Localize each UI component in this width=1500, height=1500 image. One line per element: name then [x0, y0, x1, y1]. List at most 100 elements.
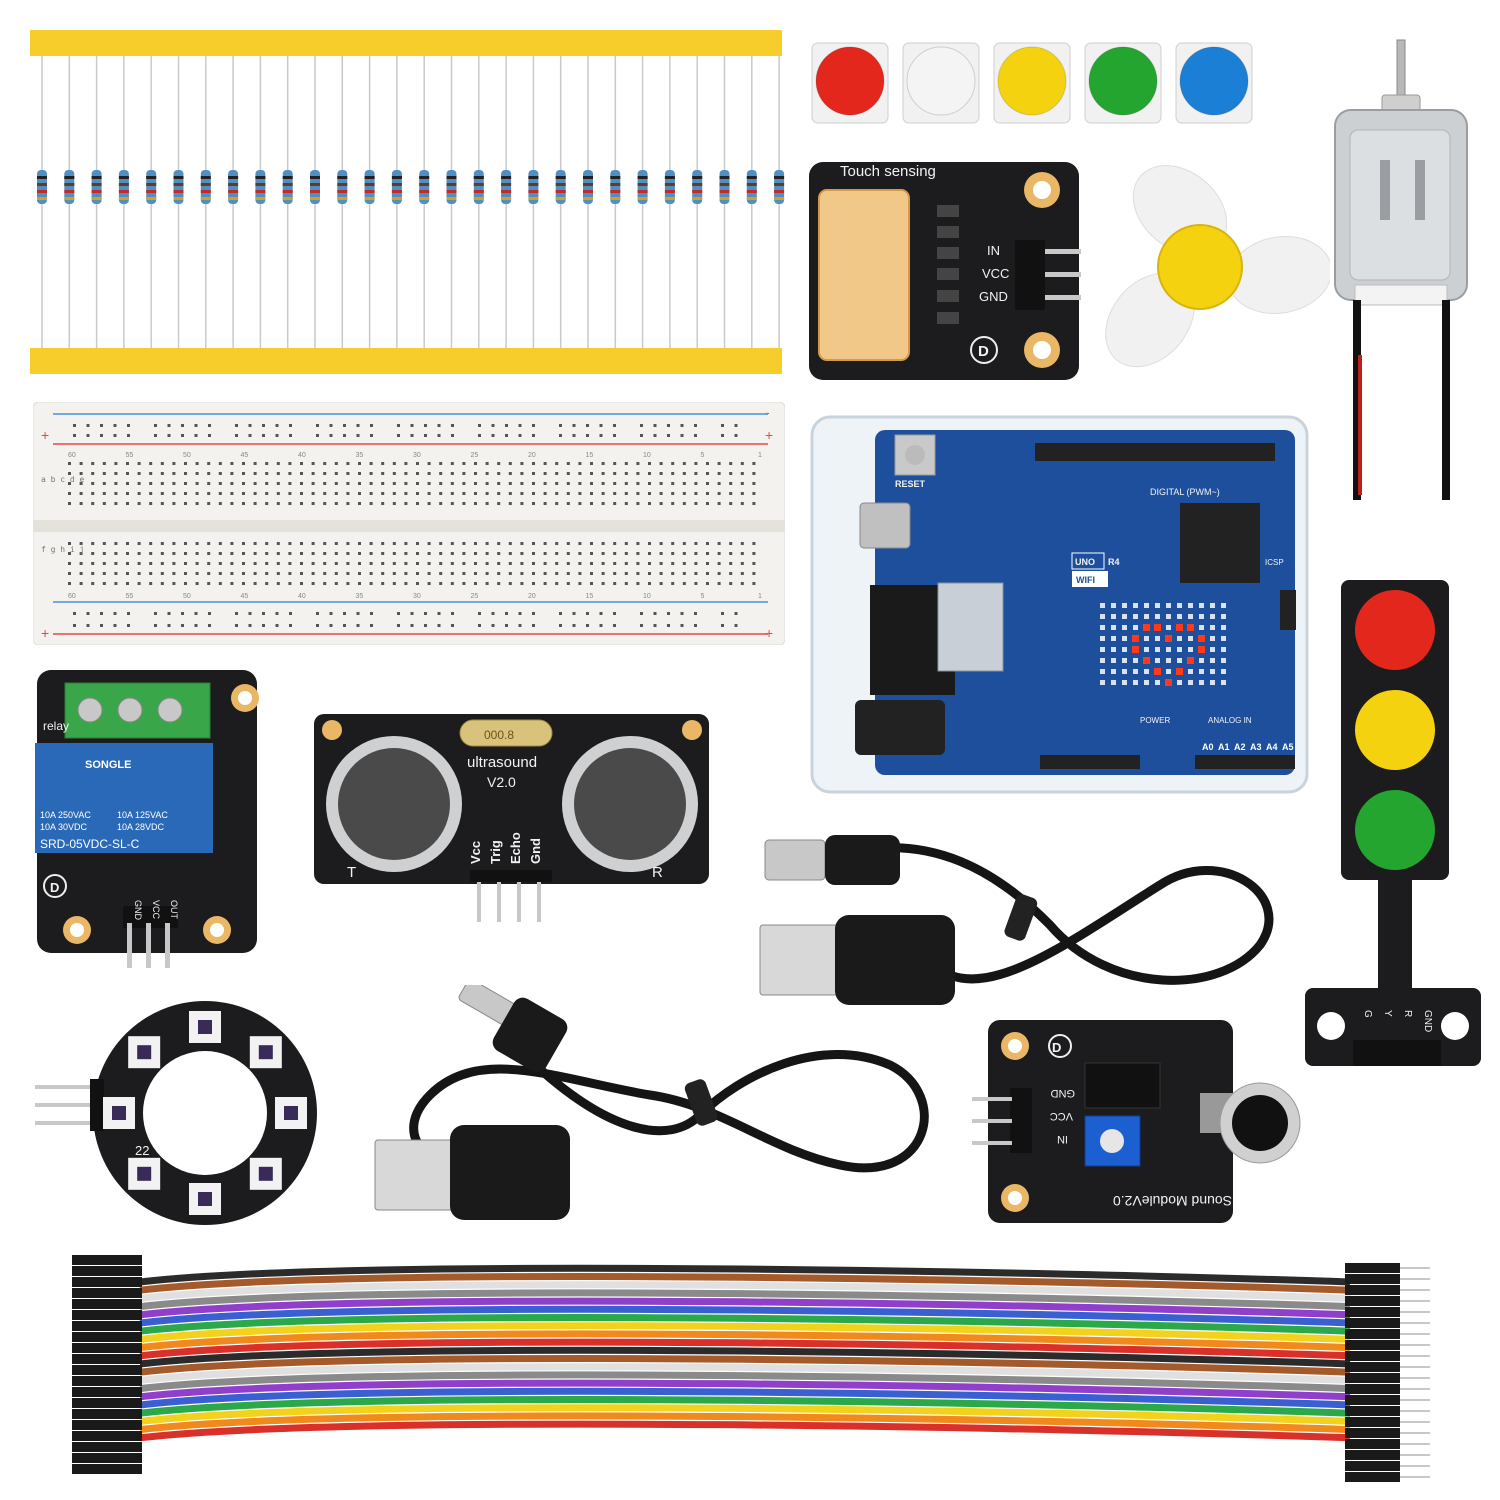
fan-propeller — [1095, 155, 1333, 375]
jumper-wire — [139, 1371, 1351, 1393]
relay-spec-left-2: 10A 30VDC — [40, 822, 88, 832]
touch-logo: D — [978, 343, 989, 360]
sound-logo: D — [1052, 1040, 1061, 1055]
relay-spec-right-2: 10A 28VDC — [117, 822, 165, 832]
button-cap-blue — [1179, 46, 1249, 116]
arduino-analog-pin: A1 — [1218, 742, 1230, 752]
touch-sensor-module: Touch sensing IN VCC GND D — [807, 160, 1087, 382]
sound-module: GND VCC IN Sound ModuleV2.0 D — [970, 1018, 1305, 1228]
jumper-wire — [139, 1314, 1351, 1335]
jumper-wire — [139, 1305, 1351, 1327]
arduino-analog-pin: A3 — [1250, 742, 1262, 752]
relay-pin-vcc: VCC — [151, 900, 161, 920]
sound-module-graphic: GND VCC IN Sound ModuleV2.0 D — [972, 1020, 1301, 1223]
bb-plus-top: + — [41, 427, 49, 443]
fan-propeller-graphic — [1105, 165, 1333, 368]
jumper-wire — [139, 1346, 1351, 1368]
ultrasound-graphic: 000.8 ultrasound V2.0 Vcc Trig Echo Gnd … — [314, 714, 709, 922]
arduino-wifi-label: WIFI — [1076, 575, 1095, 585]
bb-minus-top-right: - — [765, 404, 770, 420]
jumper-wire — [139, 1363, 1351, 1384]
ultrasound-pin-echo: Echo — [508, 832, 523, 864]
button-cap-yellow — [997, 46, 1067, 116]
arduino-model-label: UNO — [1075, 557, 1095, 567]
arduino-rev-label: R4 — [1108, 557, 1120, 567]
ultrasound-module: 000.8 ultrasound V2.0 Vcc Trig Echo Gnd … — [312, 712, 712, 932]
touch-sensing-title: Touch sensing — [840, 163, 936, 180]
arduino-graphic: RESET DIGITAL (PWM~) UNO R4 WIFI ICSP PO… — [810, 415, 1309, 794]
relay-spec-right-1: 10A 125VAC — [117, 810, 168, 820]
ultrasound-t: T — [347, 864, 356, 881]
button-cap-white — [906, 46, 976, 116]
bb-number: 40 — [298, 452, 306, 459]
led-ring-graphic: 22 — [35, 1001, 317, 1225]
ultrasound-r: R — [652, 864, 663, 881]
arduino-analog-label: ANALOG IN — [1208, 716, 1252, 725]
sound-module-name: Sound ModuleV2.0 — [1113, 1193, 1232, 1209]
relay-pin-out: OUT — [169, 900, 179, 920]
relay-model: SRD-05VDC-SL-C — [40, 837, 140, 851]
bb-number: 15 — [586, 452, 594, 459]
touch-pin-in: IN — [987, 243, 1000, 258]
bb-number: 5 — [701, 452, 705, 459]
arduino-reset-label: RESET — [895, 479, 926, 489]
ultrasound-name: ultrasound — [467, 754, 537, 771]
dc-barrel-cable-graphic — [374, 979, 929, 1220]
bb-number: 55 — [126, 593, 134, 600]
jumper-wire — [139, 1338, 1351, 1360]
breadboard-graphic: + + - + + a b c d e f g h i j 6060555550… — [32, 401, 786, 646]
tape-bottom — [30, 348, 782, 374]
jumper-wire — [139, 1289, 1351, 1311]
bb-number: 20 — [528, 593, 536, 600]
jumper-wire — [139, 1281, 1351, 1302]
traffic-light-module: G Y R GND — [1303, 578, 1483, 1068]
ultrasound-pin-gnd: Gnd — [528, 838, 543, 864]
bb-number: 1 — [758, 452, 762, 459]
button-caps-row — [805, 35, 1275, 130]
bb-number: 15 — [586, 593, 594, 600]
bb-number: 30 — [413, 452, 421, 459]
resistor-strip — [30, 30, 785, 375]
touch-pin-vcc: VCC — [982, 266, 1009, 281]
relay-module: relay SONGLE 10A 250VAC 10A 30VDC 10A 12… — [35, 668, 260, 968]
traffic-pin-gnd: GND — [1422, 1010, 1433, 1032]
dc-motor — [1320, 35, 1480, 505]
relay-pin-gnd: GND — [133, 900, 143, 921]
arduino-analog-pin: A5 — [1282, 742, 1294, 752]
bb-number: 25 — [471, 452, 479, 459]
button-cap-red — [815, 46, 885, 116]
ultrasound-pin-trig: Trig — [488, 840, 503, 864]
jumper-wire — [139, 1322, 1351, 1343]
relay-label: relay — [43, 719, 69, 733]
button-cap-green — [1088, 46, 1158, 116]
jumper-wire — [139, 1297, 1351, 1319]
jumper-wire — [139, 1396, 1351, 1417]
bb-rows-bottom: f g h i j — [41, 545, 84, 554]
tape-top — [30, 30, 782, 56]
button-caps-graphic — [811, 42, 1253, 124]
arduino-analog-pin: A0 — [1202, 742, 1214, 752]
bb-number: 25 — [471, 593, 479, 600]
traffic-pin-g: G — [1362, 1010, 1373, 1018]
traffic-pin-r: R — [1402, 1010, 1413, 1017]
ultrasound-crystal: 000.8 — [484, 728, 514, 742]
arduino-analog-pin: A4 — [1266, 742, 1278, 752]
usb-c-cable-graphic — [759, 835, 1274, 1005]
bb-plus-top-right: + — [765, 427, 773, 443]
bb-number: 60 — [68, 452, 76, 459]
dc-barrel-cable — [370, 979, 940, 1230]
bb-number: 1 — [758, 593, 762, 600]
touch-pin-gnd: GND — [979, 289, 1008, 304]
jumper-wire — [139, 1330, 1351, 1352]
ultrasound-pin-vcc: Vcc — [468, 841, 483, 864]
bb-number: 40 — [298, 593, 306, 600]
relay-spec-left-1: 10A 250VAC — [40, 810, 91, 820]
jumper-wire — [139, 1412, 1351, 1434]
bb-plus-bottom: + — [41, 625, 49, 641]
jumper-wire — [139, 1355, 1351, 1376]
traffic-pin-y: Y — [1382, 1010, 1393, 1017]
usb-c-cable — [750, 825, 1285, 1005]
bb-number: 45 — [241, 593, 249, 600]
arduino-analog-pin: A2 — [1234, 742, 1246, 752]
jumper-wires — [60, 1240, 1440, 1485]
